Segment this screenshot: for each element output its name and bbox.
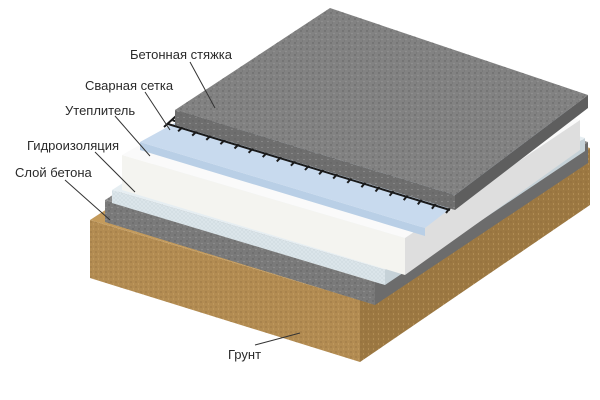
label-screed: Бетонная стяжка bbox=[130, 47, 233, 62]
leader-concrete bbox=[64, 179, 111, 221]
waterproofing-front-texture bbox=[112, 190, 385, 285]
label-insulation: Утеплитель bbox=[65, 103, 135, 118]
label-mesh: Сварная сетка bbox=[85, 78, 174, 93]
insulation-front-face bbox=[122, 155, 405, 275]
label-soil: Грунт bbox=[228, 347, 261, 362]
insulation-right-face bbox=[405, 120, 580, 275]
screed-front-texture bbox=[175, 110, 455, 210]
leader-lines bbox=[64, 61, 301, 346]
concrete-front-texture bbox=[105, 200, 375, 305]
soil-right-face-texture bbox=[360, 148, 590, 362]
screed-right-face bbox=[455, 95, 588, 210]
leader-screed bbox=[189, 61, 216, 109]
soil-front-face-texture bbox=[90, 220, 360, 362]
leader-waterproofing bbox=[94, 151, 136, 193]
label-concrete: Слой бетона bbox=[15, 165, 93, 180]
label-waterproofing: Гидроизоляция bbox=[27, 138, 119, 153]
mesh-wire-long bbox=[167, 123, 451, 211]
leader-mesh bbox=[144, 91, 171, 131]
mesh-base-front bbox=[140, 142, 425, 236]
screed-top-texture bbox=[175, 8, 588, 195]
leader-insulation bbox=[114, 115, 151, 157]
leader-soil bbox=[254, 332, 301, 346]
screed-layer bbox=[175, 8, 588, 210]
